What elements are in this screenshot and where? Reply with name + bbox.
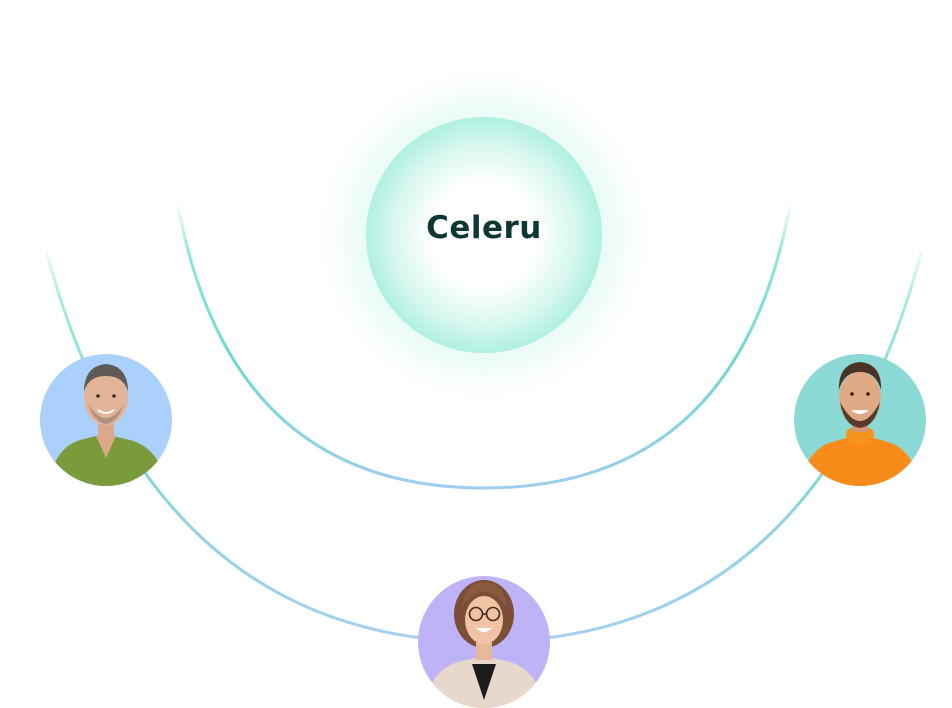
inner-orbit-arc xyxy=(176,204,792,490)
brand-logo: Celeru xyxy=(426,210,542,246)
person-green-sweater-icon xyxy=(48,364,166,486)
avatar-bottom xyxy=(418,576,550,708)
avatar-right xyxy=(794,354,926,486)
person-glasses-icon xyxy=(424,580,544,708)
logo-disc xyxy=(366,117,602,353)
person-orange-sweater-icon xyxy=(800,362,920,486)
avatar-left xyxy=(40,354,172,486)
